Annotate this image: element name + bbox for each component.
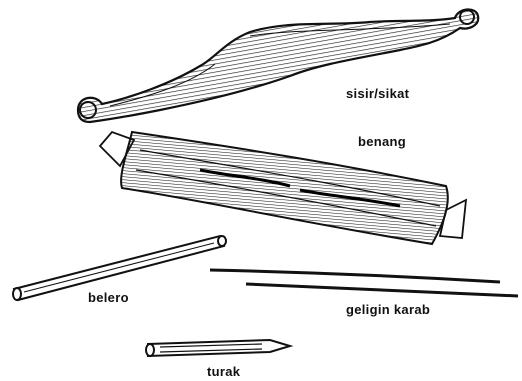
label-belero: belero [88,290,129,305]
benang-thread-drawing [100,132,466,244]
label-geligin-karab: geligin karab [346,302,430,317]
geligin-karab-drawing [210,270,518,296]
label-benang: benang [358,134,406,149]
turak-needle-drawing [146,340,290,356]
sisir-comb-drawing [78,9,478,122]
label-turak: turak [207,364,240,379]
label-sisir-sikat: sisir/sikat [346,86,409,101]
